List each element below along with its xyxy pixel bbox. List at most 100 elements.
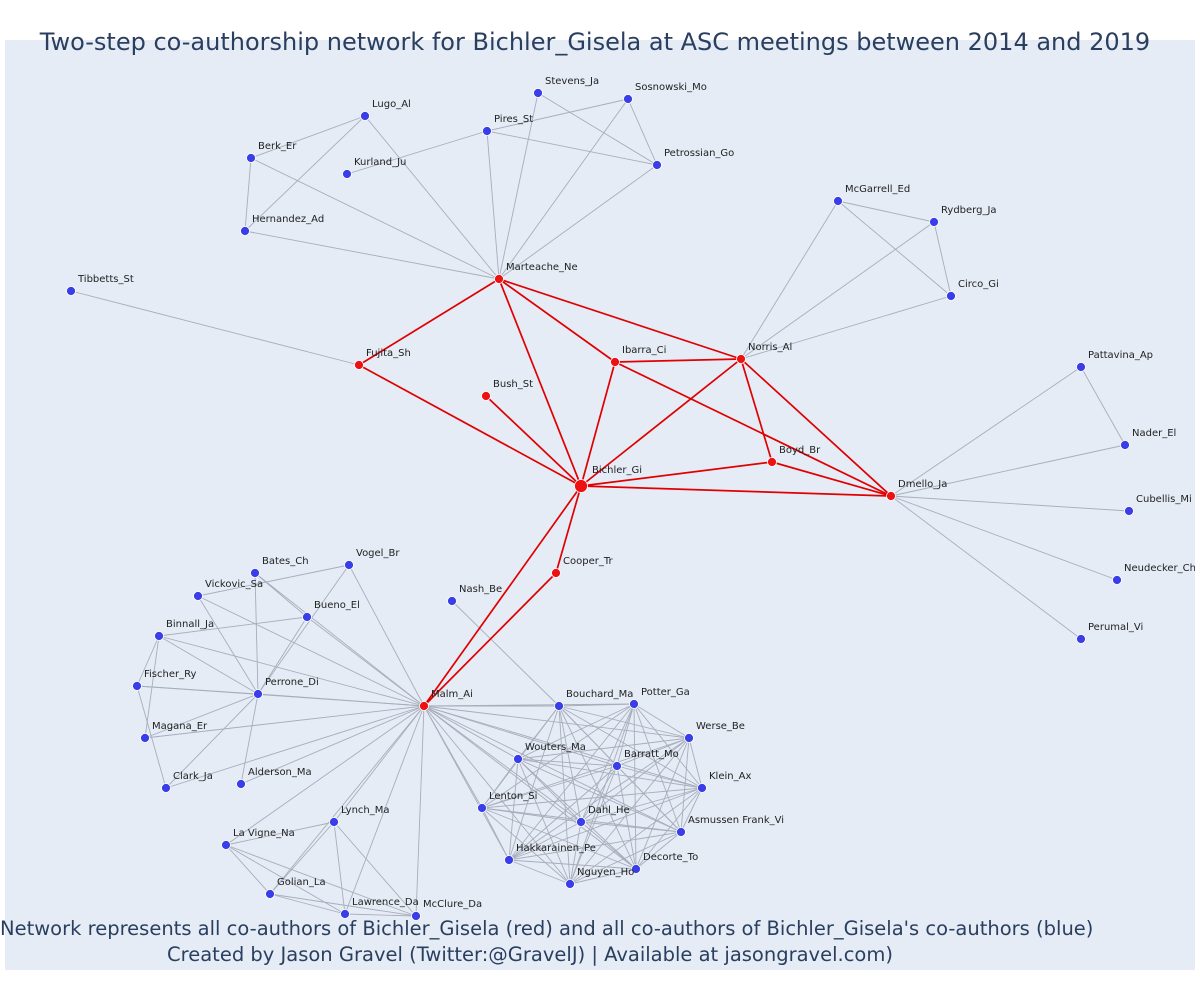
blue-node[interactable]: [253, 689, 263, 699]
gray-edge: [633, 703, 637, 870]
node-label: Rydberg_Ja: [941, 205, 997, 216]
node-label: McClure_Da: [423, 899, 482, 910]
blue-node[interactable]: [623, 94, 633, 104]
blue-node[interactable]: [554, 701, 564, 711]
gray-edge: [250, 115, 366, 159]
gray-edge: [333, 705, 425, 823]
node-label: Kurland_Ju: [354, 157, 406, 168]
blue-node[interactable]: [676, 827, 686, 837]
node-label: Perumal_Vi: [1088, 622, 1143, 633]
gray-edge: [537, 92, 658, 166]
blue-node[interactable]: [302, 612, 312, 622]
blue-node[interactable]: [684, 733, 694, 743]
blue-node[interactable]: [929, 217, 939, 227]
red-node[interactable]: [354, 360, 364, 370]
center-node[interactable]: [574, 479, 588, 493]
red-edge: [740, 358, 892, 497]
gray-edge: [481, 737, 690, 809]
blue-node[interactable]: [193, 591, 203, 601]
gray-edge: [240, 705, 425, 785]
blue-node[interactable]: [140, 733, 150, 743]
gray-edge: [616, 765, 682, 833]
red-node[interactable]: [481, 391, 491, 401]
blue-node[interactable]: [504, 855, 514, 865]
red-edge: [498, 278, 616, 363]
node-label: Sosnowski_Mo: [635, 82, 707, 93]
gray-edge: [633, 703, 690, 739]
blue-node[interactable]: [1112, 575, 1122, 585]
blue-node[interactable]: [236, 779, 246, 789]
blue-node[interactable]: [360, 111, 370, 121]
blue-node[interactable]: [629, 699, 639, 709]
blue-node[interactable]: [533, 88, 543, 98]
gray-edge: [569, 765, 618, 885]
node-label: Lynch_Ma: [341, 805, 390, 816]
node-label: Lugo_Al: [372, 99, 411, 110]
blue-node[interactable]: [833, 196, 843, 206]
red-node[interactable]: [610, 357, 620, 367]
blue-node[interactable]: [697, 783, 707, 793]
blue-node[interactable]: [477, 803, 487, 813]
gray-edge: [498, 164, 658, 280]
blue-node[interactable]: [250, 568, 260, 578]
blue-node[interactable]: [631, 864, 641, 874]
red-edge: [614, 358, 742, 363]
gray-edge: [254, 572, 308, 618]
blue-node[interactable]: [221, 840, 231, 850]
blue-node[interactable]: [161, 783, 171, 793]
red-node[interactable]: [494, 274, 504, 284]
blue-node[interactable]: [344, 560, 354, 570]
blue-node[interactable]: [652, 160, 662, 170]
gray-edge: [508, 758, 519, 861]
node-label: Dmello_Ja: [898, 479, 947, 490]
red-node[interactable]: [767, 457, 777, 467]
node-label: Neudecker_Ch: [1124, 563, 1195, 574]
blue-node[interactable]: [576, 817, 586, 827]
blue-node[interactable]: [132, 681, 142, 691]
blue-node[interactable]: [1076, 362, 1086, 372]
red-node[interactable]: [886, 491, 896, 501]
blue-node[interactable]: [447, 596, 457, 606]
red-node[interactable]: [551, 568, 561, 578]
blue-node[interactable]: [329, 817, 339, 827]
gray-edge: [688, 737, 703, 789]
blue-node[interactable]: [154, 631, 164, 641]
blue-node[interactable]: [246, 153, 256, 163]
node-label: Marteache_Ne: [506, 262, 578, 273]
gray-edge: [269, 705, 425, 895]
blue-node[interactable]: [240, 226, 250, 236]
gray-edge: [423, 705, 510, 861]
blue-node[interactable]: [1120, 440, 1130, 450]
red-edge: [358, 278, 500, 366]
gray-edge: [890, 366, 1082, 497]
network-graph[interactable]: Bichler_GiMarteache_NeFujita_ShBush_StIb…: [5, 40, 1195, 970]
red-node[interactable]: [419, 701, 429, 711]
blue-node[interactable]: [612, 761, 622, 771]
blue-node[interactable]: [565, 879, 575, 889]
blue-node[interactable]: [1076, 634, 1086, 644]
blue-node[interactable]: [265, 889, 275, 899]
red-node[interactable]: [736, 354, 746, 364]
node-label: Norris_Al: [748, 342, 792, 353]
gray-edge: [569, 868, 637, 885]
gray-edge: [569, 821, 582, 885]
gray-edge: [633, 703, 682, 833]
blue-node[interactable]: [946, 291, 956, 301]
node-label: Bichler_Gi: [592, 465, 642, 476]
blue-node[interactable]: [482, 126, 492, 136]
node-label: Alderson_Ma: [248, 767, 312, 778]
blue-node[interactable]: [1124, 506, 1134, 516]
blue-node[interactable]: [411, 911, 421, 921]
blue-node[interactable]: [340, 909, 350, 919]
blue-node[interactable]: [342, 169, 352, 179]
gray-edge: [197, 595, 425, 707]
gray-edge: [508, 765, 618, 861]
gray-edge: [558, 705, 690, 739]
blue-node[interactable]: [66, 286, 76, 296]
gray-edge: [498, 92, 539, 280]
red-edge: [555, 485, 582, 574]
gray-edge: [423, 705, 690, 739]
blue-node[interactable]: [513, 754, 523, 764]
gray-edge: [508, 703, 635, 861]
node-label: Tibbetts_St: [77, 274, 134, 285]
